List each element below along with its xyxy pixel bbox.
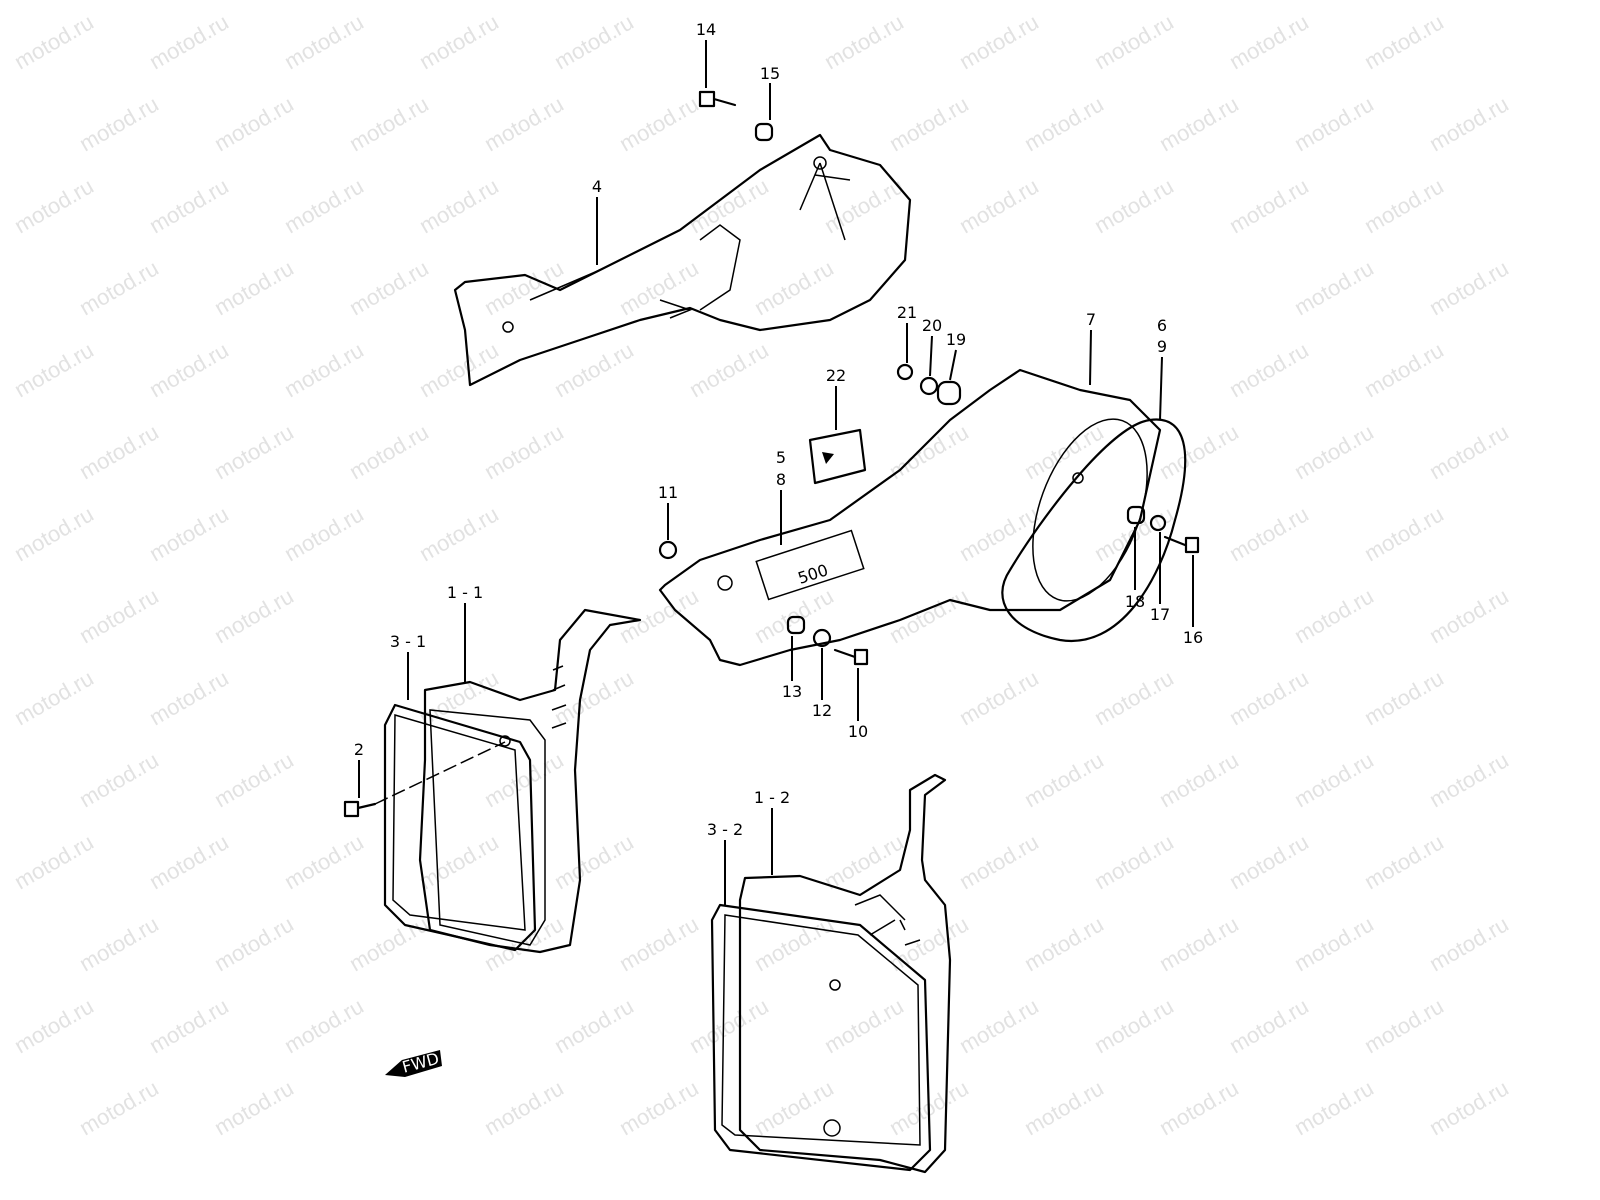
forward-arrow-label: FWD — [400, 1049, 441, 1077]
bolt-16 — [1163, 535, 1200, 554]
washer-17 — [1149, 514, 1167, 532]
callout-label: 15 — [760, 64, 780, 83]
callout-label: 16 — [1183, 628, 1203, 647]
callout-label: 3 - 1 — [390, 632, 426, 651]
callout-label: 17 — [1150, 605, 1170, 624]
number-plate-frame-3-1 — [383, 703, 537, 952]
callout-label: 9 — [1157, 337, 1167, 356]
screw-2 — [343, 741, 506, 818]
callout-label: 14 — [696, 20, 716, 39]
forward-arrow-icon: FWD — [385, 1049, 442, 1077]
callout-label: 7 — [1086, 310, 1096, 329]
washer-11 — [658, 540, 678, 560]
callout-label: 6 — [1157, 316, 1167, 335]
callout-label: 4 — [592, 177, 602, 196]
decal-22 — [808, 428, 867, 485]
seal-6 — [1001, 418, 1187, 643]
callout-label: 2 — [354, 740, 364, 759]
callout-label: 22 — [826, 366, 846, 385]
washer-12 — [812, 628, 832, 648]
callout-label: 5 — [776, 448, 786, 467]
callout-label: 21 — [897, 303, 917, 322]
callout-label: 12 — [812, 701, 832, 720]
side-cover-4 — [453, 133, 912, 387]
grommet-19 — [936, 380, 962, 406]
number-plate-frame-3-2 — [710, 903, 932, 1172]
callout-label: 18 — [1125, 592, 1145, 611]
callout-label: 20 — [922, 316, 942, 335]
callout-label: 8 — [776, 470, 786, 489]
side-cover-7: 500 — [658, 368, 1162, 667]
nut-21 — [896, 363, 914, 381]
callout-label: 19 — [946, 330, 966, 349]
callout-label: 1 - 1 — [447, 583, 483, 602]
leader-lines — [358, 40, 1194, 905]
collar-13 — [786, 615, 806, 635]
bolt-14 — [698, 90, 737, 108]
callout-label: 1 - 2 — [754, 788, 790, 807]
model-badge: 500 — [795, 560, 830, 588]
callout-label: 13 — [782, 682, 802, 701]
collar-15 — [754, 122, 774, 142]
collar-18 — [1126, 505, 1146, 525]
number-plate-1-2 — [738, 773, 952, 1174]
callout-label: 11 — [658, 483, 678, 502]
bolt-10 — [833, 648, 869, 666]
callout-label: 10 — [848, 722, 868, 741]
washer-20 — [919, 376, 939, 396]
callout-label: 3 - 2 — [707, 820, 743, 839]
